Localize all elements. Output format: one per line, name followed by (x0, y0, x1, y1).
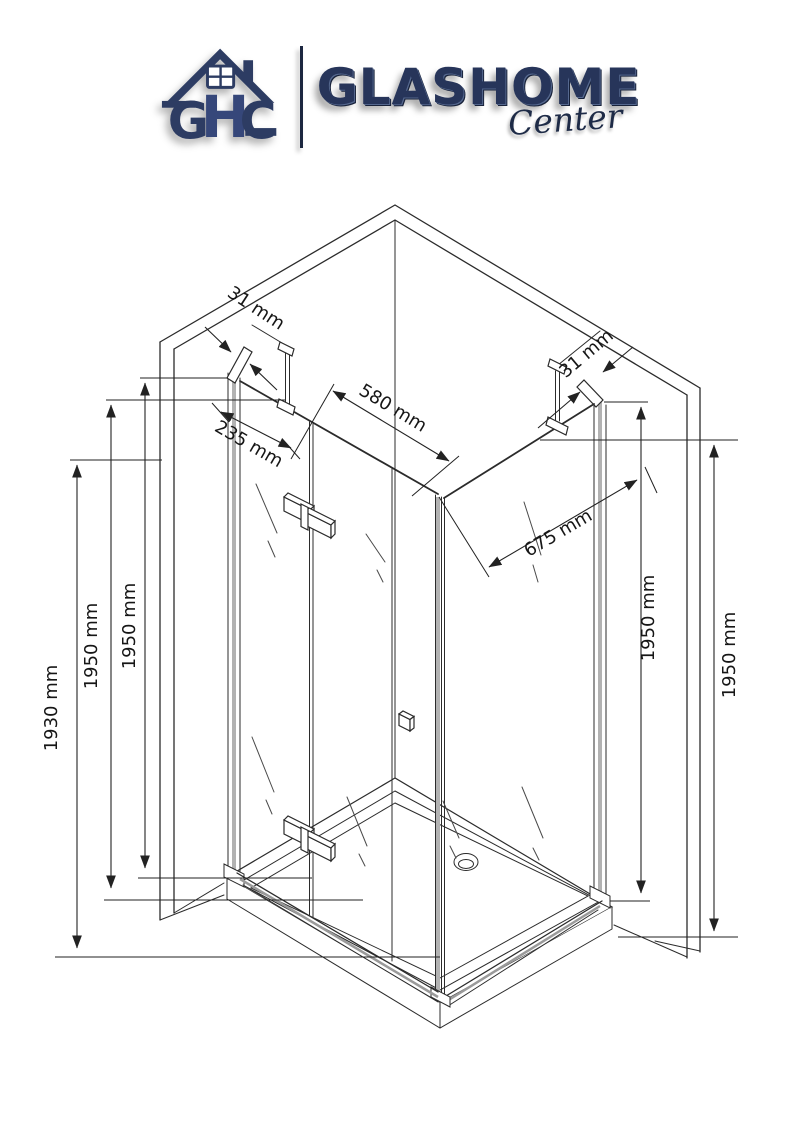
door-knob (397, 710, 416, 733)
dimension-label-1930-left: 1930 mm (41, 665, 62, 752)
logo-divider (299, 46, 303, 148)
bifold-door (223, 346, 439, 1003)
wall-profile-right (576, 379, 611, 909)
room-walls (159, 204, 701, 959)
stabilizer-bar-left (251, 324, 296, 416)
wall-profile-left (223, 346, 253, 888)
hinge-lower (282, 815, 337, 863)
dimension-675: 675 mm (438, 466, 658, 578)
monogram-c: C (239, 92, 276, 151)
logo-house-icon: G H C (160, 40, 286, 162)
brand-name: GLASHOME (316, 58, 641, 116)
hinge-upper (282, 492, 337, 540)
dimension-label-1950-right-outer: 1950 mm (719, 612, 740, 699)
dimension-235: 235 mm (211, 402, 301, 472)
dimension-31-right: 31 mm (537, 325, 634, 429)
monogram-g: G (167, 92, 208, 151)
dimension-580: 580 mm (290, 380, 460, 497)
monogram-h: H (200, 83, 249, 151)
dimension-heights-left: 1950 mm 1950 mm 1930 mm (41, 377, 440, 958)
dimension-label-1950-left-mid: 1950 mm (81, 603, 102, 690)
logo: G H C GLASHOME Center (0, 40, 800, 162)
dimension-label-1950-left-inner: 1950 mm (119, 583, 140, 670)
logo-wordmark: GLASHOME Center (316, 58, 641, 143)
drain (453, 853, 479, 871)
dimension-heights-right: 1950 mm 1950 mm (540, 401, 740, 938)
dimension-label-1950-right-inner: 1950 mm (638, 575, 659, 662)
corner-post (430, 494, 451, 1008)
dimension-label-31-right: 31 mm (555, 325, 617, 382)
dimension-31-left: 31 mm (204, 282, 289, 391)
dimension-label-235: 235 mm (211, 416, 287, 472)
dimension-label-675: 675 mm (521, 505, 596, 561)
dimension-label-31-left: 31 mm (224, 282, 289, 334)
dimension-label-580: 580 mm (355, 380, 430, 437)
